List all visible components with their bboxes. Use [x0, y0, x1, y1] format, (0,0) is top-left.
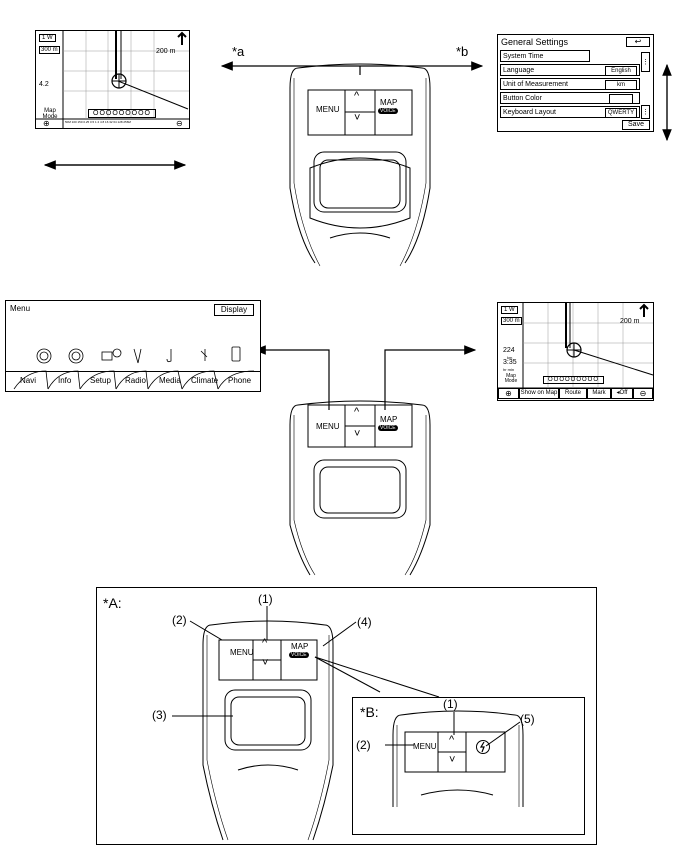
- detail-menu-button[interactable]: MENU: [230, 648, 254, 657]
- map-screen-mid: 1 W 300 m 200 m 224 km 3:35 hr min Map M…: [497, 302, 654, 401]
- menu-icons: [13, 346, 255, 390]
- mid-zoom-out-icon[interactable]: ⊖: [633, 388, 653, 399]
- display-button[interactable]: Display: [214, 304, 254, 316]
- speed-value: 224: [503, 347, 515, 354]
- mid-dots-bar: OOOOOOOOO: [543, 376, 605, 384]
- scale-bar: 50M 100 150 0.25 0.5 1 2 4 8 16 32 64 12…: [65, 120, 131, 124]
- settings-row-system-time[interactable]: System Time: [500, 50, 590, 62]
- mid-voice-badge: VOICE: [378, 425, 398, 431]
- map-button[interactable]: MAP: [380, 98, 398, 107]
- controller-top: [289, 63, 431, 267]
- callout-3: (3): [152, 708, 167, 722]
- menu-button[interactable]: MENU: [316, 105, 340, 114]
- mark-button[interactable]: Mark: [587, 388, 611, 399]
- scroll-up-icon[interactable]: ⋮: [641, 52, 650, 72]
- menu-title: Menu: [10, 304, 31, 313]
- mid-top-left-indicator: 1 W: [501, 306, 518, 314]
- speed-unit: km: [507, 355, 513, 360]
- detail-map-button[interactable]: MAP: [291, 642, 309, 651]
- menu-item-climate[interactable]: Climate: [191, 376, 219, 385]
- turn-distance: 200 m: [156, 48, 176, 55]
- marker-a: *a: [232, 44, 245, 59]
- map-screen-top: 1 W 300 m 4.2 200 m Map Mode OOOOOOOOO 5…: [35, 30, 190, 129]
- detail-box-a: [96, 587, 597, 845]
- off-button[interactable]: ◂Off: [611, 388, 633, 399]
- callout-1: (1): [258, 592, 273, 606]
- mid-value: 4.2: [39, 81, 49, 88]
- detail-voice-badge: VOICE: [289, 652, 309, 658]
- distance-box[interactable]: 300 m: [39, 46, 60, 54]
- up-arrow-icon[interactable]: ^: [354, 90, 360, 102]
- time-value: 3:35: [503, 359, 517, 366]
- time-unit: hr min: [503, 367, 515, 372]
- marker-b: *b: [456, 44, 469, 59]
- top-left-indicator: 1 W: [39, 34, 56, 42]
- b-down-arrow-icon[interactable]: ˅: [449, 754, 456, 766]
- mid-down-arrow-icon[interactable]: ˅: [354, 428, 361, 440]
- mid-map-mode-button[interactable]: Map Mode: [504, 373, 518, 384]
- mid-up-arrow-icon[interactable]: ^: [354, 406, 360, 418]
- mid-menu-button[interactable]: MENU: [316, 422, 340, 431]
- detail-down-arrow-icon[interactable]: ˅: [262, 657, 269, 669]
- settings-row-button-color[interactable]: Button Color: [500, 92, 640, 104]
- route-button[interactable]: Route: [559, 388, 587, 399]
- callout-5: (5): [520, 712, 535, 726]
- scroll-down-icon[interactable]: ⋮: [641, 105, 650, 119]
- callout-4: (4): [357, 615, 372, 629]
- show-on-map-button[interactable]: Show on Map: [519, 388, 559, 399]
- detail-up-arrow-icon[interactable]: ^: [262, 637, 268, 649]
- mid-map-button[interactable]: MAP: [380, 415, 398, 424]
- b-menu-button[interactable]: MENU: [413, 742, 437, 751]
- mid-distance-box[interactable]: 300 m: [501, 317, 522, 325]
- voice-icon[interactable]: [475, 739, 491, 755]
- settings-title: General Settings: [501, 37, 569, 47]
- callout-2b: (2): [356, 738, 371, 752]
- detail-box-b: [352, 697, 585, 835]
- map-mode-button[interactable]: Map Mode: [42, 108, 58, 120]
- menu-screen: Menu Display Navi Info Setup Radio Media…: [5, 300, 261, 392]
- mid-zoom-in-icon[interactable]: ⊕: [498, 388, 519, 399]
- controller-mid: [289, 400, 431, 576]
- menu-item-phone[interactable]: Phone: [228, 376, 252, 385]
- callout-1b: (1): [443, 697, 458, 711]
- marker-B: *B:: [360, 704, 379, 720]
- zoom-out-icon[interactable]: ⊖: [176, 119, 183, 128]
- marker-A: *A:: [103, 595, 122, 611]
- menu-item-media[interactable]: Media: [159, 376, 181, 385]
- zoom-in-icon[interactable]: ⊕: [43, 119, 50, 128]
- down-arrow-icon[interactable]: ˅: [354, 112, 361, 124]
- dots-bar: OOOOOOOOO: [88, 109, 157, 118]
- menu-item-radio[interactable]: Radio: [125, 376, 146, 385]
- save-button[interactable]: Save: [622, 120, 650, 130]
- mid-turn-distance: 200 m: [620, 318, 640, 325]
- menu-item-info[interactable]: Info: [58, 376, 72, 385]
- callout-2: (2): [172, 613, 187, 627]
- voice-badge: VOICE: [378, 108, 398, 114]
- controller-detail: [202, 620, 334, 841]
- menu-item-navi[interactable]: Navi: [20, 376, 37, 385]
- menu-item-setup[interactable]: Setup: [90, 376, 111, 385]
- controller-b: [392, 710, 524, 807]
- back-button[interactable]: ↩: [626, 37, 650, 47]
- map-grid: [36, 31, 189, 128]
- b-up-arrow-icon[interactable]: ^: [449, 734, 455, 746]
